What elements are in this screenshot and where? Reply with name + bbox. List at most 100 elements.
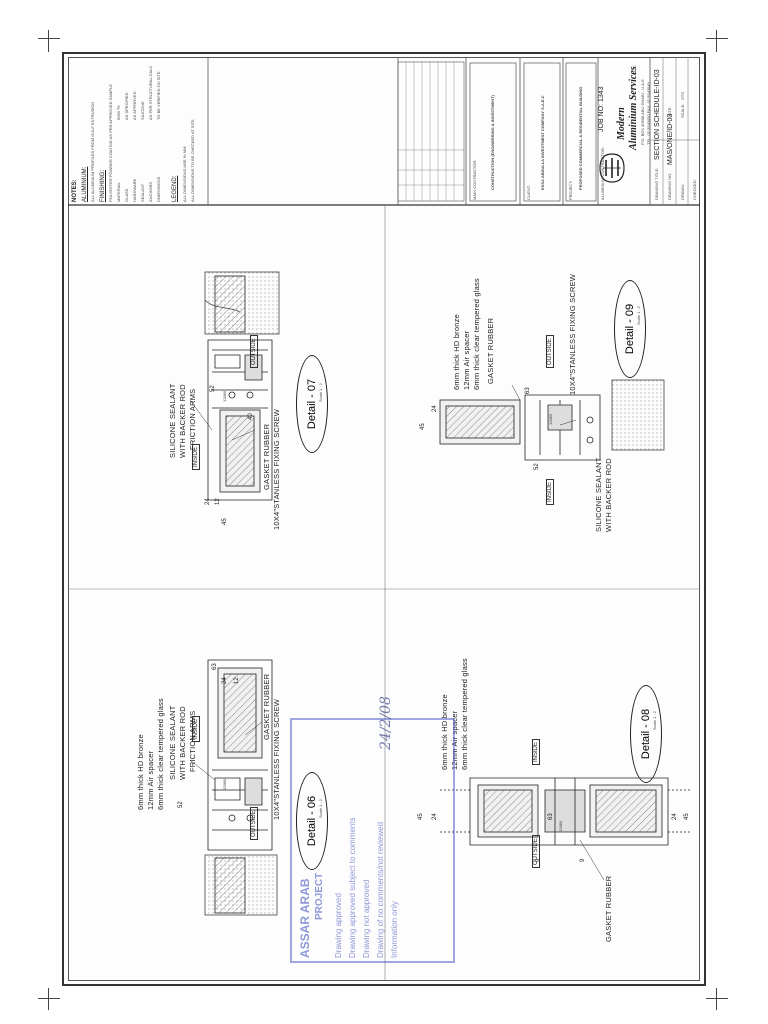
detail-08-title: Detail - 08 bbox=[640, 708, 653, 760]
detail-08-section bbox=[440, 777, 690, 846]
d07-dim-52: 52 bbox=[210, 385, 216, 392]
d08-profile-code: 12880 bbox=[558, 820, 563, 832]
spec-value: 6063 T6 bbox=[116, 105, 121, 120]
detail-07-section bbox=[204, 271, 280, 501]
d06-inside: INSIDE bbox=[192, 715, 200, 742]
job-number: JOB NO: 1343 bbox=[598, 86, 605, 132]
main-contractor-title: MAIN CONTRACTOR: bbox=[472, 159, 477, 200]
d08-dim-9-a: 9 bbox=[536, 858, 542, 862]
d09-gasket: GASKET RUBBER bbox=[486, 317, 495, 384]
detail-07-title: Detail - 07 bbox=[306, 378, 319, 430]
legend-title: LEGEND: bbox=[172, 175, 178, 202]
spec-key: MATERIAL bbox=[116, 182, 121, 202]
stamp-line: Drawing not approved bbox=[362, 879, 371, 958]
d09-dim-24: 24 bbox=[432, 405, 438, 412]
d09-outside: OUTSIDE bbox=[546, 335, 554, 368]
scale-value: NTS bbox=[680, 92, 685, 100]
d06-dim-12: 12 bbox=[234, 677, 240, 684]
spec-value: AS APPROVED bbox=[132, 91, 137, 120]
d06-dim-63: 63 bbox=[212, 663, 218, 670]
d08-glass-3: 6mm thick clear tempered glass bbox=[460, 658, 469, 770]
d09-screw: 10X4"STANLESS FIXING SCREW bbox=[568, 273, 577, 395]
d08-outside: OUTSIDE bbox=[532, 835, 540, 868]
detail-09-scale: Scale 1 : 2 bbox=[636, 306, 641, 325]
d09-dim-52: 52 bbox=[534, 463, 540, 470]
corner-mark-tl-v bbox=[48, 30, 49, 52]
spec-key: DIMENSIONS bbox=[156, 176, 161, 202]
detail-09-bubble: Detail - 09 bbox=[614, 280, 646, 378]
stamp-title-1: ASSAR ARAB bbox=[298, 878, 312, 958]
detail-09-section bbox=[439, 379, 665, 461]
drawn-label: DRAWN: bbox=[680, 183, 685, 200]
d09-sealant-2: WITH BACKER ROD bbox=[604, 458, 613, 532]
spec-key: GLASS bbox=[124, 188, 129, 202]
stamp-line: Drawing approved subject to comments bbox=[348, 817, 357, 958]
stamp-line: Drawing of no comments/not reviewed bbox=[376, 821, 385, 958]
spec-value: SILICONE bbox=[140, 101, 145, 120]
drawing-no-label: DRAWING NO: bbox=[667, 172, 672, 200]
d08-gasket: GASKET RUBBER bbox=[604, 875, 613, 942]
d06-glass-1: 6mm thick HD bronze bbox=[136, 734, 145, 810]
detail-08-scale: Scale 1 : 2 bbox=[652, 711, 657, 730]
stamp-title-2: PROJECT bbox=[314, 872, 325, 920]
corner-mark-tr-v bbox=[716, 30, 717, 52]
project-title: PROJECT: bbox=[568, 180, 573, 200]
corner-mark-br-v bbox=[716, 988, 717, 1010]
checked-label: CHECKED: bbox=[692, 179, 697, 200]
company-name-2: Aluminium Services bbox=[628, 66, 639, 150]
d08-dim-45-bottom: 45 bbox=[684, 813, 690, 820]
d09-glass-2: 12mm Air spacer bbox=[462, 330, 471, 390]
d07-dim-24: 24 bbox=[205, 498, 211, 505]
d06-dim-24: 24 bbox=[222, 677, 228, 684]
spec-value: AS SPECIFIED bbox=[124, 92, 129, 120]
corner-mark-tr-h bbox=[706, 38, 728, 39]
stamp-line: Drawing approved bbox=[334, 893, 343, 958]
notes-section-aluminium-line: ALL ALUMINIUM PROFILES FROM GULF EXTRUSI… bbox=[90, 101, 95, 202]
legend-line: ALL DIMENSIONS TO BE CHECKED AT SITE bbox=[190, 119, 195, 202]
d08-dim-24-bottom: 24 bbox=[672, 813, 678, 820]
d09-dim-63: 63 bbox=[525, 387, 531, 394]
spec-value: AS PER STRUCTURAL CALC bbox=[148, 65, 153, 120]
notes-section-finishing-title: FINISHING: bbox=[100, 169, 106, 202]
notes-heading: NOTES: bbox=[72, 179, 78, 202]
stamp-line: Information only bbox=[390, 901, 399, 958]
d06-gasket: GASKET RUBBER bbox=[262, 673, 271, 740]
d06-profile-code: 12880 bbox=[222, 778, 227, 790]
detail-06-bubble: Detail - 06 bbox=[296, 772, 328, 870]
contractor-label: ALUMINIUM CONTRACTOR: bbox=[600, 147, 605, 200]
d07-dim-12: 12 bbox=[215, 498, 221, 505]
d06-outside: OUTSIDE bbox=[250, 807, 258, 840]
detail-08-bubble: Detail - 08 bbox=[630, 685, 662, 783]
d09-glass-1: 6mm thick HD bronze bbox=[452, 314, 461, 390]
company-contact: TEL: 02 5543050 FAX: 02 5543049 bbox=[646, 82, 651, 145]
d08-dim-63: 63 bbox=[548, 813, 554, 820]
d07-inside: INSIDE bbox=[192, 443, 200, 470]
corner-mark-tl-h bbox=[38, 38, 60, 39]
d06-screw: 10X4"STANLESS FIXING SCREW bbox=[272, 698, 281, 820]
d06-sealant-1: SILICONE SEALANT bbox=[168, 705, 177, 780]
legend-line: ALL DIMENSIONS ARE IN MM bbox=[182, 146, 187, 202]
d06-dim-52: 52 bbox=[178, 801, 184, 808]
d07-screw: 10X4"STANLESS FIXING SCREW bbox=[272, 408, 281, 530]
d06-glass-3: 6mm thick clear tempered glass bbox=[156, 698, 165, 810]
d08-dim-9-b: 9 bbox=[580, 858, 586, 862]
d09-dim-45: 45 bbox=[420, 423, 426, 430]
scale-label: SCALE: bbox=[680, 103, 685, 118]
detail-06-section bbox=[204, 659, 278, 916]
spec-key: ANCHORS bbox=[148, 181, 153, 202]
d07-sealant-2: WITH BACKER ROD bbox=[178, 384, 187, 458]
d07-dim-45: 45 bbox=[222, 518, 228, 525]
d09-inside: INSIDE bbox=[546, 478, 554, 505]
client-title: CLIENT: bbox=[526, 185, 531, 200]
d09-profile-code: 12880 bbox=[548, 413, 553, 425]
detail-07-bubble: Detail - 07 bbox=[296, 355, 328, 453]
drawing-border bbox=[68, 57, 700, 981]
d06-sealant-2: WITH BACKER ROD bbox=[178, 706, 187, 780]
company-name-1: Modern bbox=[616, 107, 627, 140]
drawing-no: MAS/ONE/ID-03 bbox=[667, 113, 674, 165]
corner-mark-bl-v bbox=[48, 988, 49, 1010]
drawing-title: SECTION SCHEDULE-ID-03 bbox=[654, 69, 661, 160]
d07-profile-code: 12880 bbox=[222, 390, 227, 402]
notes-section-finishing-line: POLYESTER POWDER COATING AS PER APPROVED… bbox=[108, 84, 113, 202]
d06-glass-2: 12mm Air spacer bbox=[146, 750, 155, 810]
